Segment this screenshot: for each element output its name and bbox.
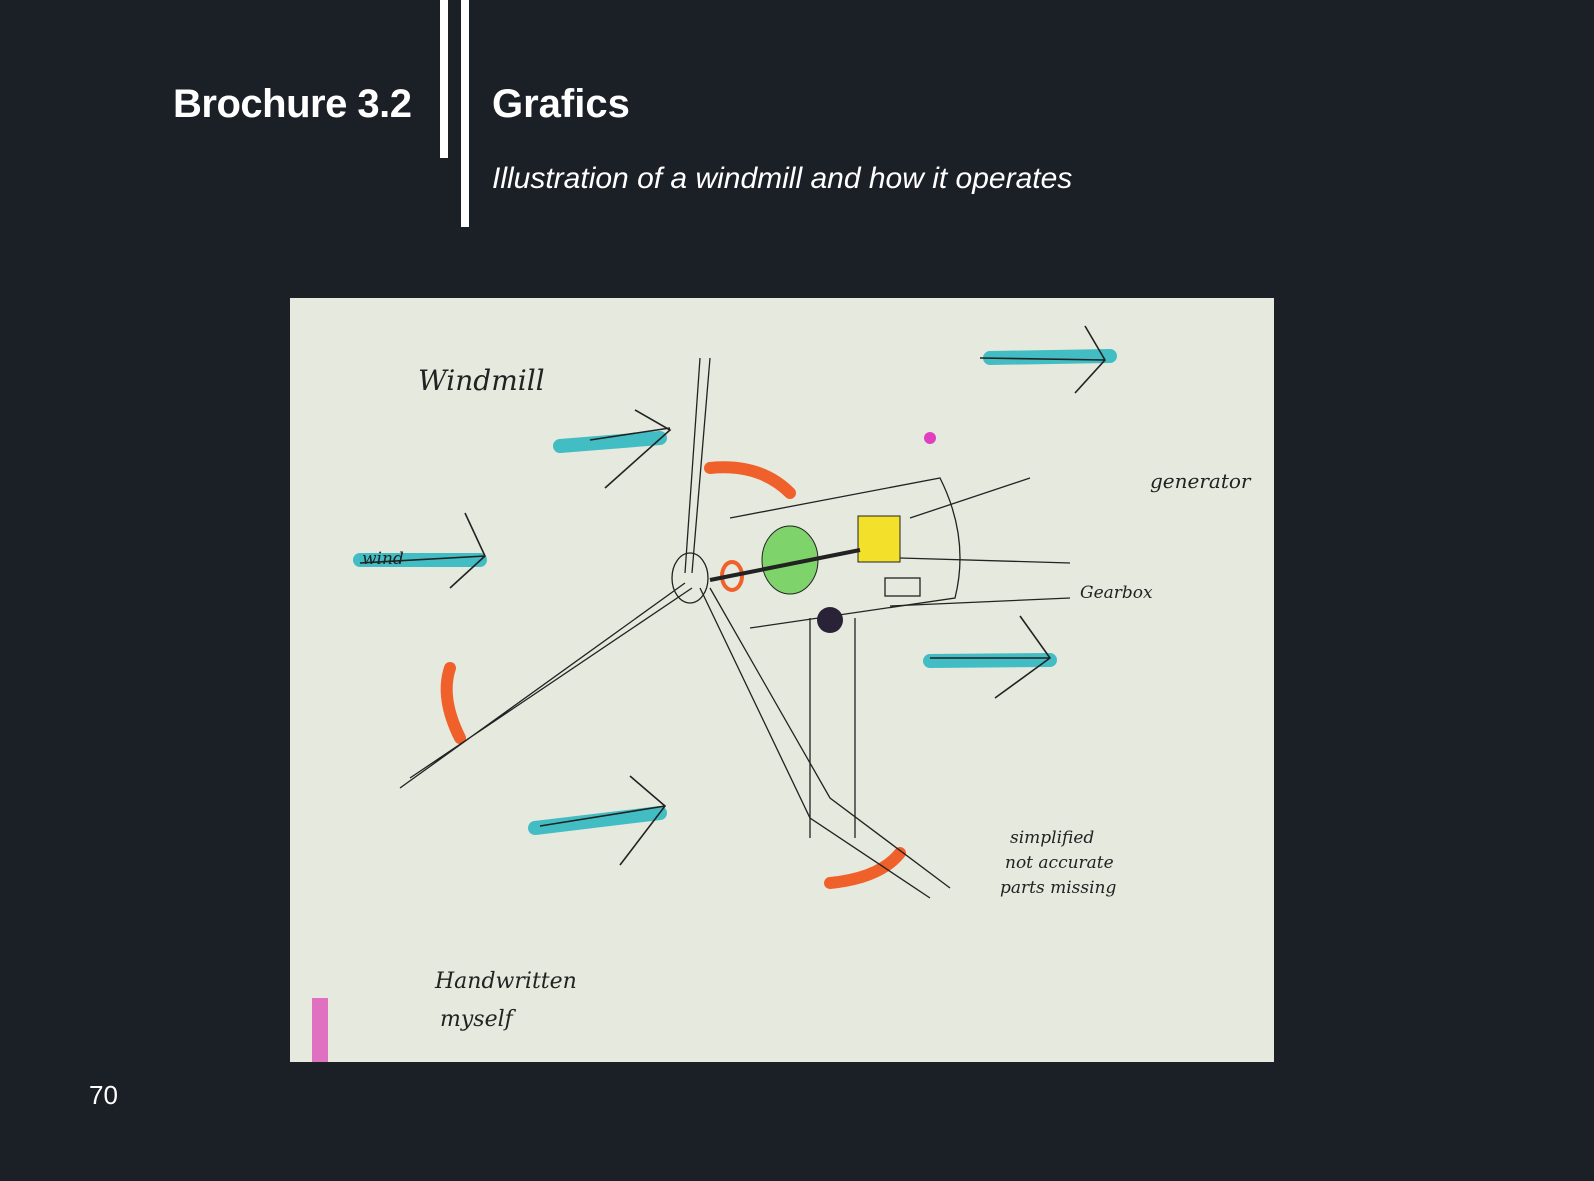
windmill-sketch-photo: Windmill wind generator Gearbox simplifi… xyxy=(290,298,1274,1062)
gearbox-block xyxy=(857,515,901,563)
page-subtitle: Illustration of a windmill and how it op… xyxy=(492,162,1073,195)
note-line: simplified xyxy=(1010,828,1094,848)
divider-bar xyxy=(440,0,448,158)
wind-arrow xyxy=(923,653,1057,668)
windmill-sketch: Windmill wind generator Gearbox simplifi… xyxy=(312,325,1252,1062)
gearbox-label: Gearbox xyxy=(1080,583,1153,603)
credit-line: Handwritten xyxy=(434,969,577,994)
rotation-arrow xyxy=(704,461,796,499)
page-number: 70 xyxy=(89,1080,118,1110)
rotation-arrow xyxy=(824,847,906,889)
section-label: Brochure 3.2 xyxy=(173,82,412,126)
rotation-arrow xyxy=(440,662,466,744)
divider-bar xyxy=(461,0,469,227)
wind-arrow xyxy=(553,431,667,453)
note-line: parts missing xyxy=(1000,878,1116,898)
generator-label: generator xyxy=(1150,469,1252,493)
wind-arrow xyxy=(983,349,1117,365)
wind-label: wind xyxy=(362,549,404,569)
sketch-heading: Windmill xyxy=(418,364,545,397)
wind-arrow xyxy=(528,806,667,835)
page-title: Grafics xyxy=(492,82,630,126)
credit-line: myself xyxy=(440,1007,517,1032)
note-line: not accurate xyxy=(1005,853,1114,873)
